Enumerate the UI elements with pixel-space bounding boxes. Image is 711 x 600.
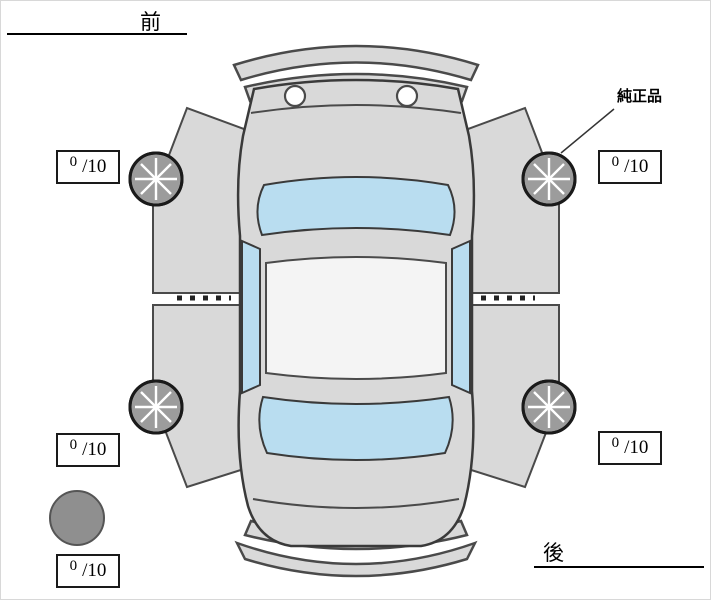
- tire-score-denominator: /10: [82, 156, 107, 177]
- wheel-front-left-icon: [128, 151, 184, 207]
- tire-score-denominator: /10: [82, 560, 107, 581]
- tire-score-spare: 0 /10: [56, 554, 120, 588]
- tire-score-value: 0: [611, 153, 620, 170]
- genuine-part-label: 純正品: [617, 88, 663, 105]
- genuine-part-leader-line: [560, 108, 615, 154]
- hood-line: [250, 104, 462, 114]
- tire-score-rear-right: 0 /10: [598, 431, 662, 465]
- tire-score-value: 0: [611, 434, 620, 451]
- wheel-rear-right-icon: [521, 379, 577, 435]
- trunk-line: [252, 498, 460, 509]
- tire-score-value: 0: [69, 153, 78, 170]
- windshield-glass: [256, 176, 456, 237]
- spare-tire-icon: [49, 490, 105, 546]
- cabin-roof: [265, 256, 447, 380]
- tire-score-denominator: /10: [624, 156, 649, 177]
- right-side-window-glass: [451, 239, 471, 395]
- wheel-rear-left-icon: [128, 379, 184, 435]
- tire-score-rear-left: 0 /10: [56, 433, 120, 467]
- tire-score-denominator: /10: [82, 439, 107, 460]
- left-side-window-glass: [241, 239, 261, 395]
- rear-label: 後: [543, 542, 565, 565]
- front-underline: [7, 33, 187, 35]
- wheel-front-right-icon: [521, 151, 577, 207]
- front-label: 前: [140, 11, 162, 34]
- tire-score-front-right: 0 /10: [598, 150, 662, 184]
- hood-details: [283, 84, 419, 108]
- tire-score-denominator: /10: [624, 437, 649, 458]
- tire-score-value: 0: [69, 436, 78, 453]
- rear-underline: [534, 566, 704, 568]
- rear-window-glass: [258, 395, 454, 461]
- tire-score-front-left: 0 /10: [56, 150, 120, 184]
- tire-score-value: 0: [69, 557, 78, 574]
